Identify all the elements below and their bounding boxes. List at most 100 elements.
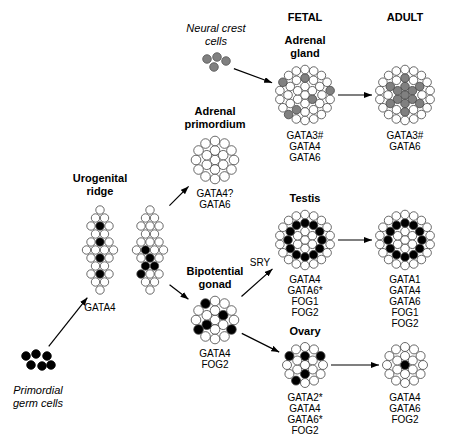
cell xyxy=(383,361,392,370)
cell xyxy=(401,343,410,352)
cell xyxy=(96,222,104,230)
cell xyxy=(317,110,326,119)
cell xyxy=(426,86,435,95)
marker-list: GATA3# GATA4 GATA6 xyxy=(283,130,327,163)
cell xyxy=(292,345,301,354)
cell xyxy=(210,334,220,344)
arrow xyxy=(170,285,189,300)
cell xyxy=(210,296,220,306)
cell xyxy=(100,214,108,222)
cell xyxy=(326,95,335,104)
cell-drawing xyxy=(381,341,429,389)
cell xyxy=(301,116,310,125)
node-title: Adrenal primordium xyxy=(182,105,248,131)
adult-adrenal-cluster: GATA3# GATA6 xyxy=(374,64,436,126)
cell xyxy=(150,278,158,286)
cell xyxy=(150,246,158,254)
cell xyxy=(276,95,285,104)
cell xyxy=(301,108,310,117)
cell xyxy=(132,246,140,254)
cell xyxy=(301,261,310,270)
cell xyxy=(392,115,401,124)
cell xyxy=(137,222,145,230)
cell xyxy=(409,115,418,124)
adrenal-primordium-cluster: Adrenal primordiumGATA4? GATA6 xyxy=(190,135,240,185)
cell xyxy=(32,350,41,359)
cell xyxy=(96,206,104,214)
marker-list: GATA4 GATA6* FOG1 FOG2 xyxy=(283,274,327,318)
cell xyxy=(416,352,425,361)
cell-drawing xyxy=(18,348,58,372)
cell xyxy=(201,299,211,309)
cell xyxy=(283,361,292,370)
cell xyxy=(229,315,239,325)
cell xyxy=(150,262,158,270)
cell xyxy=(150,214,158,222)
cell xyxy=(384,236,393,245)
cell xyxy=(87,254,95,262)
cell xyxy=(417,255,426,264)
cell-drawing xyxy=(274,64,336,126)
arrow xyxy=(331,364,379,365)
cell-drawing xyxy=(274,209,336,271)
cell xyxy=(43,352,52,361)
cell xyxy=(376,240,385,249)
cell xyxy=(91,246,99,254)
cell xyxy=(410,376,419,385)
node-title: Ovary xyxy=(275,325,335,338)
cell xyxy=(155,222,163,230)
fetal-adrenal-cluster: Adrenal glandGATA3# GATA4 GATA6 xyxy=(274,64,336,126)
cell xyxy=(96,238,104,246)
cell xyxy=(194,325,204,335)
cell xyxy=(292,260,301,269)
cell xyxy=(376,231,385,240)
cell xyxy=(384,71,393,80)
arrow xyxy=(241,269,272,297)
cell xyxy=(323,78,332,87)
cell xyxy=(401,116,410,125)
cell xyxy=(96,270,104,278)
cell xyxy=(141,262,149,270)
cell xyxy=(392,345,401,354)
cell xyxy=(401,219,410,228)
cell xyxy=(91,278,99,286)
cell xyxy=(194,165,204,175)
cell xyxy=(401,253,410,262)
cell xyxy=(417,110,426,119)
cell xyxy=(317,255,326,264)
cell xyxy=(392,221,401,230)
cell xyxy=(276,231,285,240)
bipotential-gonad-cluster: Bipotential gonadGATA4 FOG2 xyxy=(190,295,240,345)
cell xyxy=(105,254,113,262)
stage-heading: ADULT xyxy=(387,11,423,24)
cell xyxy=(318,236,327,245)
marker-list: GATA4 xyxy=(78,302,122,313)
cell xyxy=(227,306,237,316)
cell-drawing xyxy=(281,341,329,389)
cell xyxy=(309,212,318,221)
adult-ovary-cluster: GATA4 GATA6 FOG2 xyxy=(381,341,429,389)
cell xyxy=(100,262,108,270)
cell xyxy=(301,343,310,352)
marker-list: GATA4? GATA6 xyxy=(193,188,237,210)
arrow xyxy=(234,69,272,83)
cell xyxy=(309,260,318,269)
cell xyxy=(426,95,435,104)
cell xyxy=(87,238,95,246)
cell xyxy=(309,250,318,259)
cell xyxy=(159,246,167,254)
cell xyxy=(292,115,301,124)
cell xyxy=(203,55,212,64)
cell xyxy=(82,246,90,254)
cell xyxy=(419,361,428,370)
cell xyxy=(319,361,328,370)
cell xyxy=(409,260,418,269)
cell-drawing xyxy=(374,209,436,271)
cell xyxy=(379,103,388,112)
cell xyxy=(292,212,301,221)
cell xyxy=(150,230,158,238)
stage-heading: FETAL xyxy=(288,11,323,24)
cell xyxy=(96,254,104,262)
